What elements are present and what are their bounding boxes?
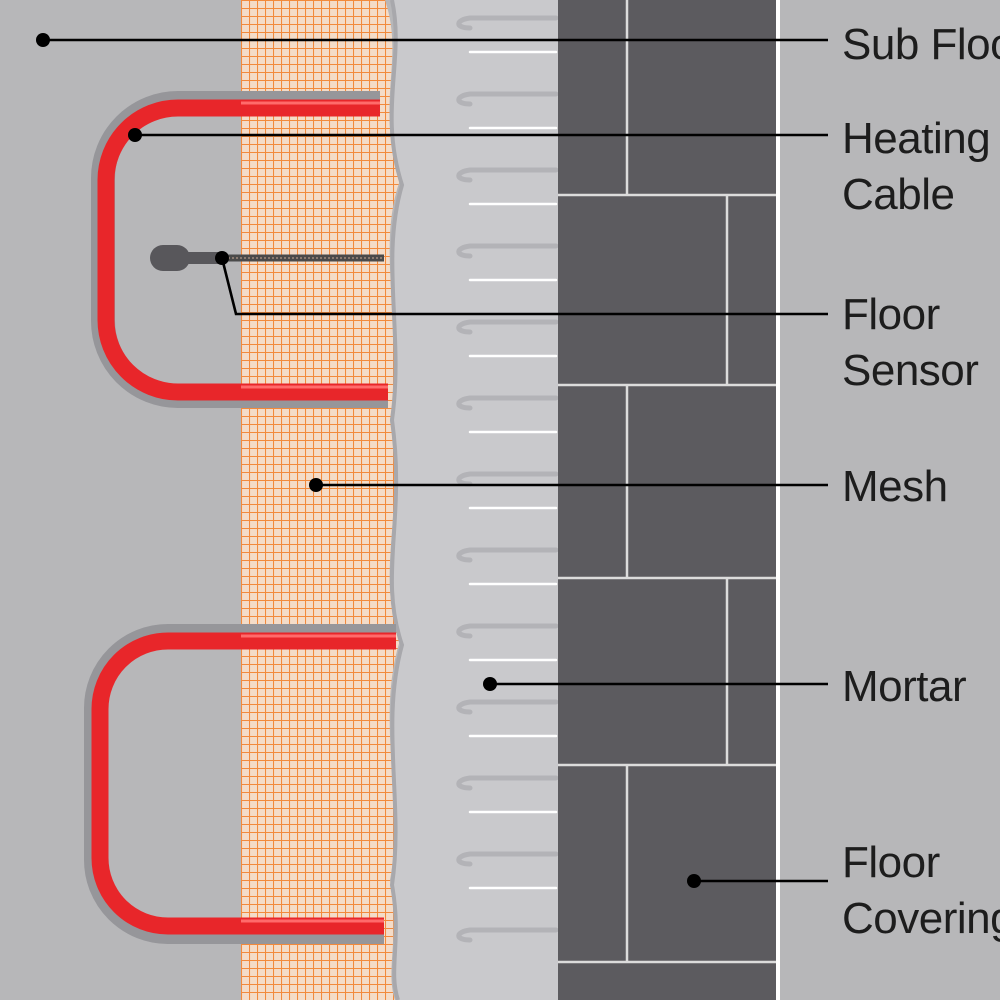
label-floor-sensor-line2: Sensor <box>842 346 979 395</box>
floor-sensor <box>150 245 384 271</box>
label-floor-covering-line1: Floor <box>842 838 940 887</box>
cable-highlights <box>241 101 396 923</box>
label-heating-cable-line1: Heating <box>842 114 991 163</box>
heating-cable-upper <box>97 99 388 401</box>
label-mortar: Mortar <box>842 662 967 711</box>
mortar-layer <box>391 0 560 1000</box>
mesh-layer <box>241 0 400 1000</box>
dot-floor-covering <box>687 874 701 888</box>
mortar-ridges <box>456 15 559 943</box>
floor-covering-layer <box>558 0 780 1000</box>
label-heating-cable-line2: Cable <box>842 170 955 219</box>
label-mesh: Mesh <box>842 462 948 511</box>
dot-mortar <box>483 677 497 691</box>
leader-dots <box>36 33 701 888</box>
heating-cables <box>91 99 396 935</box>
label-floor-sensor-line1: Floor <box>842 290 940 339</box>
floor-sensor-probe <box>150 245 190 271</box>
dot-floor-sensor <box>215 251 229 265</box>
leader-lines <box>43 38 828 883</box>
label-sub-floor: Sub Floor <box>842 20 1000 69</box>
heating-cable-lower <box>91 632 396 935</box>
leader-floor-sensor <box>220 257 828 316</box>
dot-heating-cable <box>128 128 142 142</box>
mortar-edge-shadow <box>389 0 405 1000</box>
dot-mesh <box>309 478 323 492</box>
label-floor-covering-line2: Covering <box>842 894 1000 943</box>
dot-sub-floor <box>36 33 50 47</box>
